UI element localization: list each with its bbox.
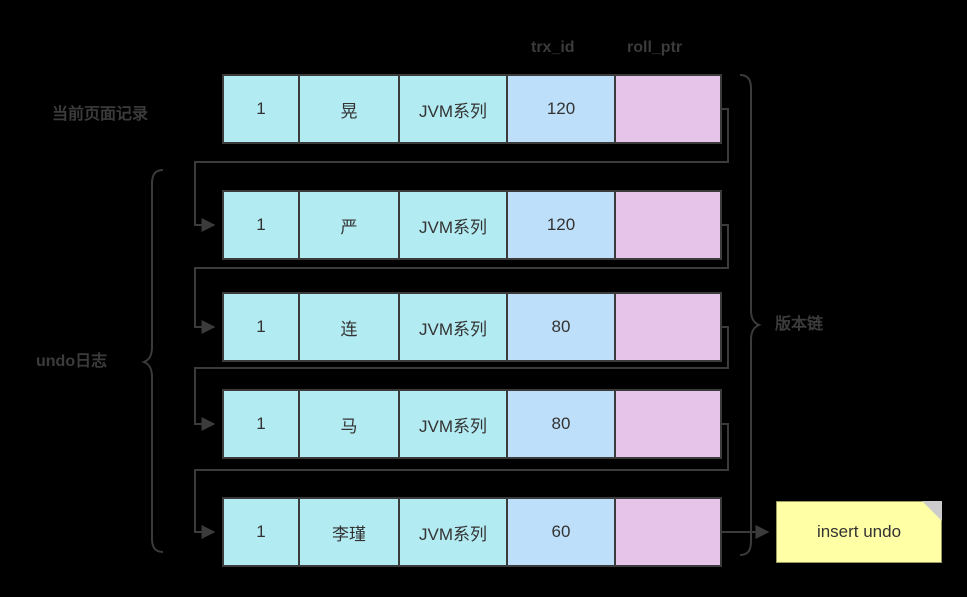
- pointer-row3-to-row4: [194, 326, 729, 431]
- label-current-page-record: 当前页面记录: [52, 106, 149, 123]
- pointer-row4-to-row5: [194, 423, 729, 539]
- pointer-row2-to-row3: [194, 224, 729, 334]
- cell-id: 1: [224, 294, 300, 360]
- cell-title: JVM系列: [400, 192, 508, 258]
- cell-roll-ptr: [616, 499, 720, 565]
- note-fold-corner-icon: [922, 501, 942, 521]
- record-row-undo-3[interactable]: 1 马 JVM系列 80: [222, 389, 722, 459]
- cell-title: JVM系列: [400, 499, 508, 565]
- cell-trx-id: 120: [508, 76, 616, 142]
- column-header-roll-ptr: roll_ptr: [627, 39, 683, 56]
- cell-name: 马: [300, 391, 400, 457]
- pointer-row1-to-row2: [194, 108, 729, 232]
- cell-trx-id: 80: [508, 294, 616, 360]
- record-row-undo-2[interactable]: 1 连 JVM系列 80: [222, 292, 722, 362]
- cell-id: 1: [224, 192, 300, 258]
- cell-name: 晃: [300, 76, 400, 142]
- record-row-undo-4[interactable]: 1 李瑾 JVM系列 60: [222, 497, 722, 567]
- cell-id: 1: [224, 76, 300, 142]
- insert-undo-note[interactable]: insert undo: [776, 501, 942, 563]
- cell-title: JVM系列: [400, 294, 508, 360]
- cell-trx-id: 120: [508, 192, 616, 258]
- column-header-trx-id: trx_id: [531, 39, 575, 56]
- cell-name: 严: [300, 192, 400, 258]
- cell-name: 李瑾: [300, 499, 400, 565]
- cell-roll-ptr: [616, 294, 720, 360]
- cell-roll-ptr: [616, 391, 720, 457]
- cell-trx-id: 80: [508, 391, 616, 457]
- cell-id: 1: [224, 499, 300, 565]
- cell-title: JVM系列: [400, 76, 508, 142]
- label-undo-log: undo日志: [36, 353, 108, 370]
- cell-id: 1: [224, 391, 300, 457]
- insert-undo-note-label: insert undo: [816, 522, 902, 541]
- cell-trx-id: 60: [508, 499, 616, 565]
- cell-name: 连: [300, 294, 400, 360]
- cell-title: JVM系列: [400, 391, 508, 457]
- label-version-chain: 版本链: [775, 316, 824, 333]
- cell-roll-ptr: [616, 192, 720, 258]
- record-row-current-page[interactable]: 1 晃 JVM系列 120: [222, 74, 722, 144]
- version-chain-brace: [739, 74, 762, 556]
- undo-log-brace: [141, 169, 164, 553]
- record-row-undo-1[interactable]: 1 严 JVM系列 120: [222, 190, 722, 260]
- cell-roll-ptr: [616, 76, 720, 142]
